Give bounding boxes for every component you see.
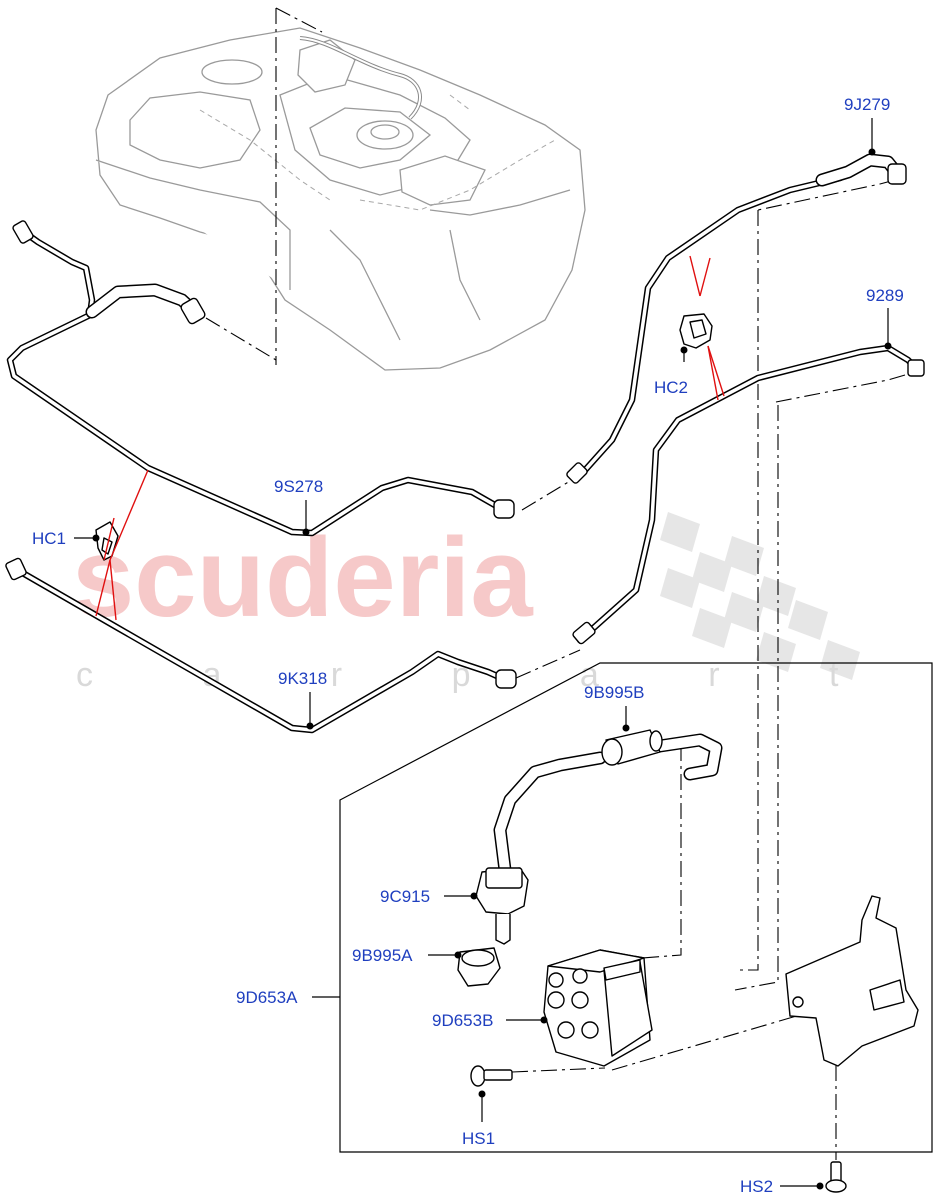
callout-9K318[interactable]: 9K318 bbox=[278, 669, 327, 688]
callout-9D653A[interactable]: 9D653A bbox=[236, 988, 298, 1007]
carbon-canister-9D653B bbox=[543, 949, 653, 1067]
filter-cap-9B995A bbox=[457, 947, 501, 987]
callout-9B995B[interactable]: 9B995B bbox=[584, 683, 645, 702]
fuel-pipe-9S278 bbox=[6, 220, 515, 537]
callout-9S278[interactable]: 9S278 bbox=[274, 477, 323, 496]
callout-HS1[interactable]: HS1 bbox=[462, 1129, 495, 1148]
alignment-lines bbox=[205, 7, 906, 1160]
screw-HS1 bbox=[470, 1065, 513, 1087]
purge-valve-9C915 bbox=[475, 867, 529, 945]
leader-lines bbox=[74, 118, 892, 1190]
callout-HS2[interactable]: HS2 bbox=[740, 1177, 773, 1196]
callout-9B995A[interactable]: 9B995A bbox=[352, 946, 413, 965]
pipe-clip-HC2 bbox=[679, 255, 725, 401]
carbon-canister-hoses bbox=[493, 733, 723, 877]
watermark-brand: scuderia bbox=[72, 515, 533, 640]
callout-9J279[interactable]: 9J279 bbox=[844, 95, 890, 114]
fuel-tank-illustration bbox=[95, 27, 586, 371]
inline-filter-9B995B bbox=[601, 729, 663, 766]
component-group-outline bbox=[339, 662, 933, 1153]
callout-9C915[interactable]: 9C915 bbox=[380, 887, 430, 906]
canister-bracket bbox=[785, 895, 919, 1067]
callout-labels: 9J279 9289 HC2 9S278 HC1 9K318 9B995B 9C… bbox=[32, 95, 904, 1196]
checkered-flag-graphic bbox=[660, 512, 860, 680]
callout-9D653B[interactable]: 9D653B bbox=[432, 1011, 493, 1030]
fuel-pipe-9J279 bbox=[566, 153, 907, 484]
callout-HC1[interactable]: HC1 bbox=[32, 529, 66, 548]
pipe-clip-HC1 bbox=[95, 469, 149, 621]
fuel-pipe-9K318 bbox=[5, 557, 517, 734]
callout-HC2[interactable]: HC2 bbox=[654, 378, 688, 397]
screw-HS2 bbox=[825, 1161, 847, 1193]
watermark: scuderia c a r p a r t s bbox=[72, 512, 941, 694]
callout-9289[interactable]: 9289 bbox=[866, 286, 904, 305]
